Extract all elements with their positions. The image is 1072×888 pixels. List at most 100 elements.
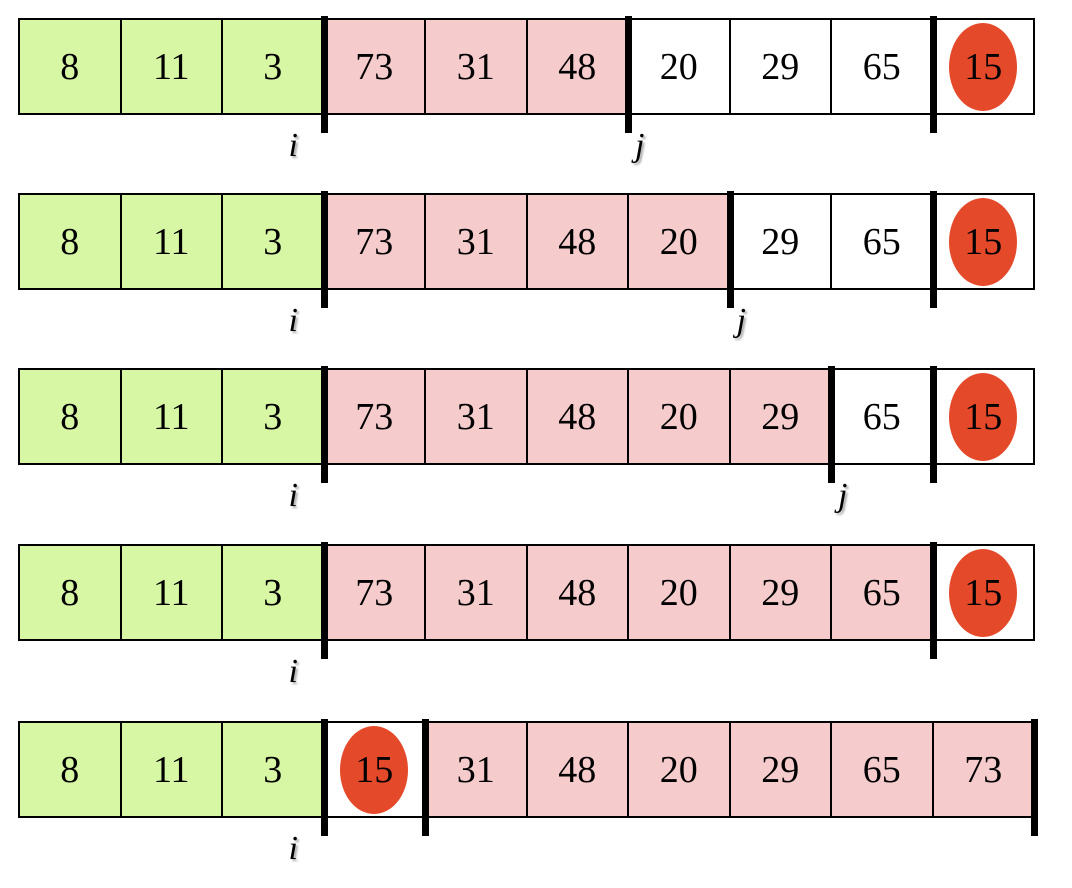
pivot-marker xyxy=(949,548,1018,637)
array-cell: 29 xyxy=(728,368,832,465)
array-cell: 3 xyxy=(221,544,325,641)
cell-value: 15 xyxy=(964,395,1003,438)
array-cell: 73 xyxy=(322,193,426,290)
array-cell: 3 xyxy=(221,18,325,115)
partition-divider xyxy=(320,366,328,483)
array-cell: 73 xyxy=(322,368,426,465)
cell-value: 31 xyxy=(456,571,495,614)
partition-divider xyxy=(929,542,937,659)
cell-value: 3 xyxy=(263,395,283,438)
cell-value: 48 xyxy=(558,45,597,88)
pointer-i: i xyxy=(288,477,298,514)
cell-value: 15 xyxy=(355,748,394,791)
cell-value: 29 xyxy=(761,748,800,791)
partition-divider xyxy=(320,191,328,308)
cell-value: 3 xyxy=(263,571,283,614)
array-cell: 65 xyxy=(830,18,934,115)
array-cell: 48 xyxy=(525,368,629,465)
array-cell: 11 xyxy=(119,18,223,115)
pivot-marker xyxy=(949,22,1018,111)
array-cell: 31 xyxy=(424,368,528,465)
cell-value: 11 xyxy=(152,395,190,438)
array-cell: 31 xyxy=(424,721,528,818)
cell-value: 11 xyxy=(152,748,190,791)
array-cell: 8 xyxy=(18,721,122,818)
array-cell: 8 xyxy=(18,18,122,115)
cell-value: 65 xyxy=(862,748,901,791)
array-row: 8 11 3 73 31 48 20 29 65 15 i j xyxy=(0,16,1072,164)
array-cell: 31 xyxy=(424,18,528,115)
cell-value: 8 xyxy=(60,45,80,88)
array-cell: 48 xyxy=(525,18,629,115)
array-cell: 20 xyxy=(627,544,731,641)
cell-value: 31 xyxy=(456,45,495,88)
array-cell: 8 xyxy=(18,368,122,465)
pivot-cell: 15 xyxy=(931,544,1035,641)
array-cell: 65 xyxy=(830,368,934,465)
cell-value: 29 xyxy=(761,571,800,614)
array-cell: 20 xyxy=(627,18,731,115)
array-cell: 73 xyxy=(931,721,1035,818)
cell-value: 31 xyxy=(456,748,495,791)
cell-value: 65 xyxy=(862,45,901,88)
cell-value: 15 xyxy=(964,45,1003,88)
cell-value: 8 xyxy=(60,395,80,438)
array-cell: 31 xyxy=(424,544,528,641)
partition-divider xyxy=(929,16,937,133)
pointer-i: i xyxy=(288,653,298,690)
pivot-cell: 15 xyxy=(931,18,1035,115)
cell-value: 48 xyxy=(558,571,597,614)
array-cell: 11 xyxy=(119,544,223,641)
array-cell: 11 xyxy=(119,193,223,290)
cell-value: 65 xyxy=(862,395,901,438)
cell-value: 3 xyxy=(263,748,283,791)
pivot-cell: 15 xyxy=(931,368,1035,465)
pointer-i: i xyxy=(288,127,298,164)
cell-value: 11 xyxy=(152,220,190,263)
partition-divider xyxy=(320,719,328,836)
partition-divider xyxy=(320,16,328,133)
pointer-j: j xyxy=(635,127,645,164)
cell-value: 31 xyxy=(456,220,495,263)
cell-value: 3 xyxy=(263,220,283,263)
array-cell: 48 xyxy=(525,193,629,290)
cell-value: 73 xyxy=(355,45,394,88)
cell-value: 29 xyxy=(761,220,800,263)
partition-divider xyxy=(828,366,835,483)
pointer-j: j xyxy=(838,477,848,514)
pointer-j: j xyxy=(736,302,746,339)
array-cell: 29 xyxy=(728,193,832,290)
cell-value: 3 xyxy=(263,45,283,88)
cell-value: 73 xyxy=(355,220,394,263)
array-cell: 65 xyxy=(830,193,934,290)
pivot-cell: 15 xyxy=(322,721,426,818)
array-cell: 8 xyxy=(18,193,122,290)
partition-divider xyxy=(726,191,734,308)
array-cell: 31 xyxy=(424,193,528,290)
array-cell: 73 xyxy=(322,544,426,641)
array-cell: 20 xyxy=(627,721,731,818)
partition-divider xyxy=(320,542,328,659)
cell-value: 29 xyxy=(761,45,800,88)
cell-value: 73 xyxy=(964,748,1003,791)
cell-value: 29 xyxy=(761,395,800,438)
array-cell: 3 xyxy=(221,368,325,465)
cell-value: 31 xyxy=(456,395,495,438)
array-cell: 3 xyxy=(221,193,325,290)
partition-divider xyxy=(929,191,937,308)
cell-value: 20 xyxy=(659,748,698,791)
cell-value: 8 xyxy=(60,571,80,614)
array-cell: 48 xyxy=(525,721,629,818)
cell-value: 73 xyxy=(355,571,394,614)
array-cell: 29 xyxy=(728,721,832,818)
partition-divider xyxy=(1031,719,1038,836)
array-cell: 48 xyxy=(525,544,629,641)
array-cell: 73 xyxy=(322,18,426,115)
cell-value: 48 xyxy=(558,748,597,791)
cell-value: 8 xyxy=(60,748,80,791)
cell-value: 65 xyxy=(862,220,901,263)
cell-value: 20 xyxy=(659,45,698,88)
